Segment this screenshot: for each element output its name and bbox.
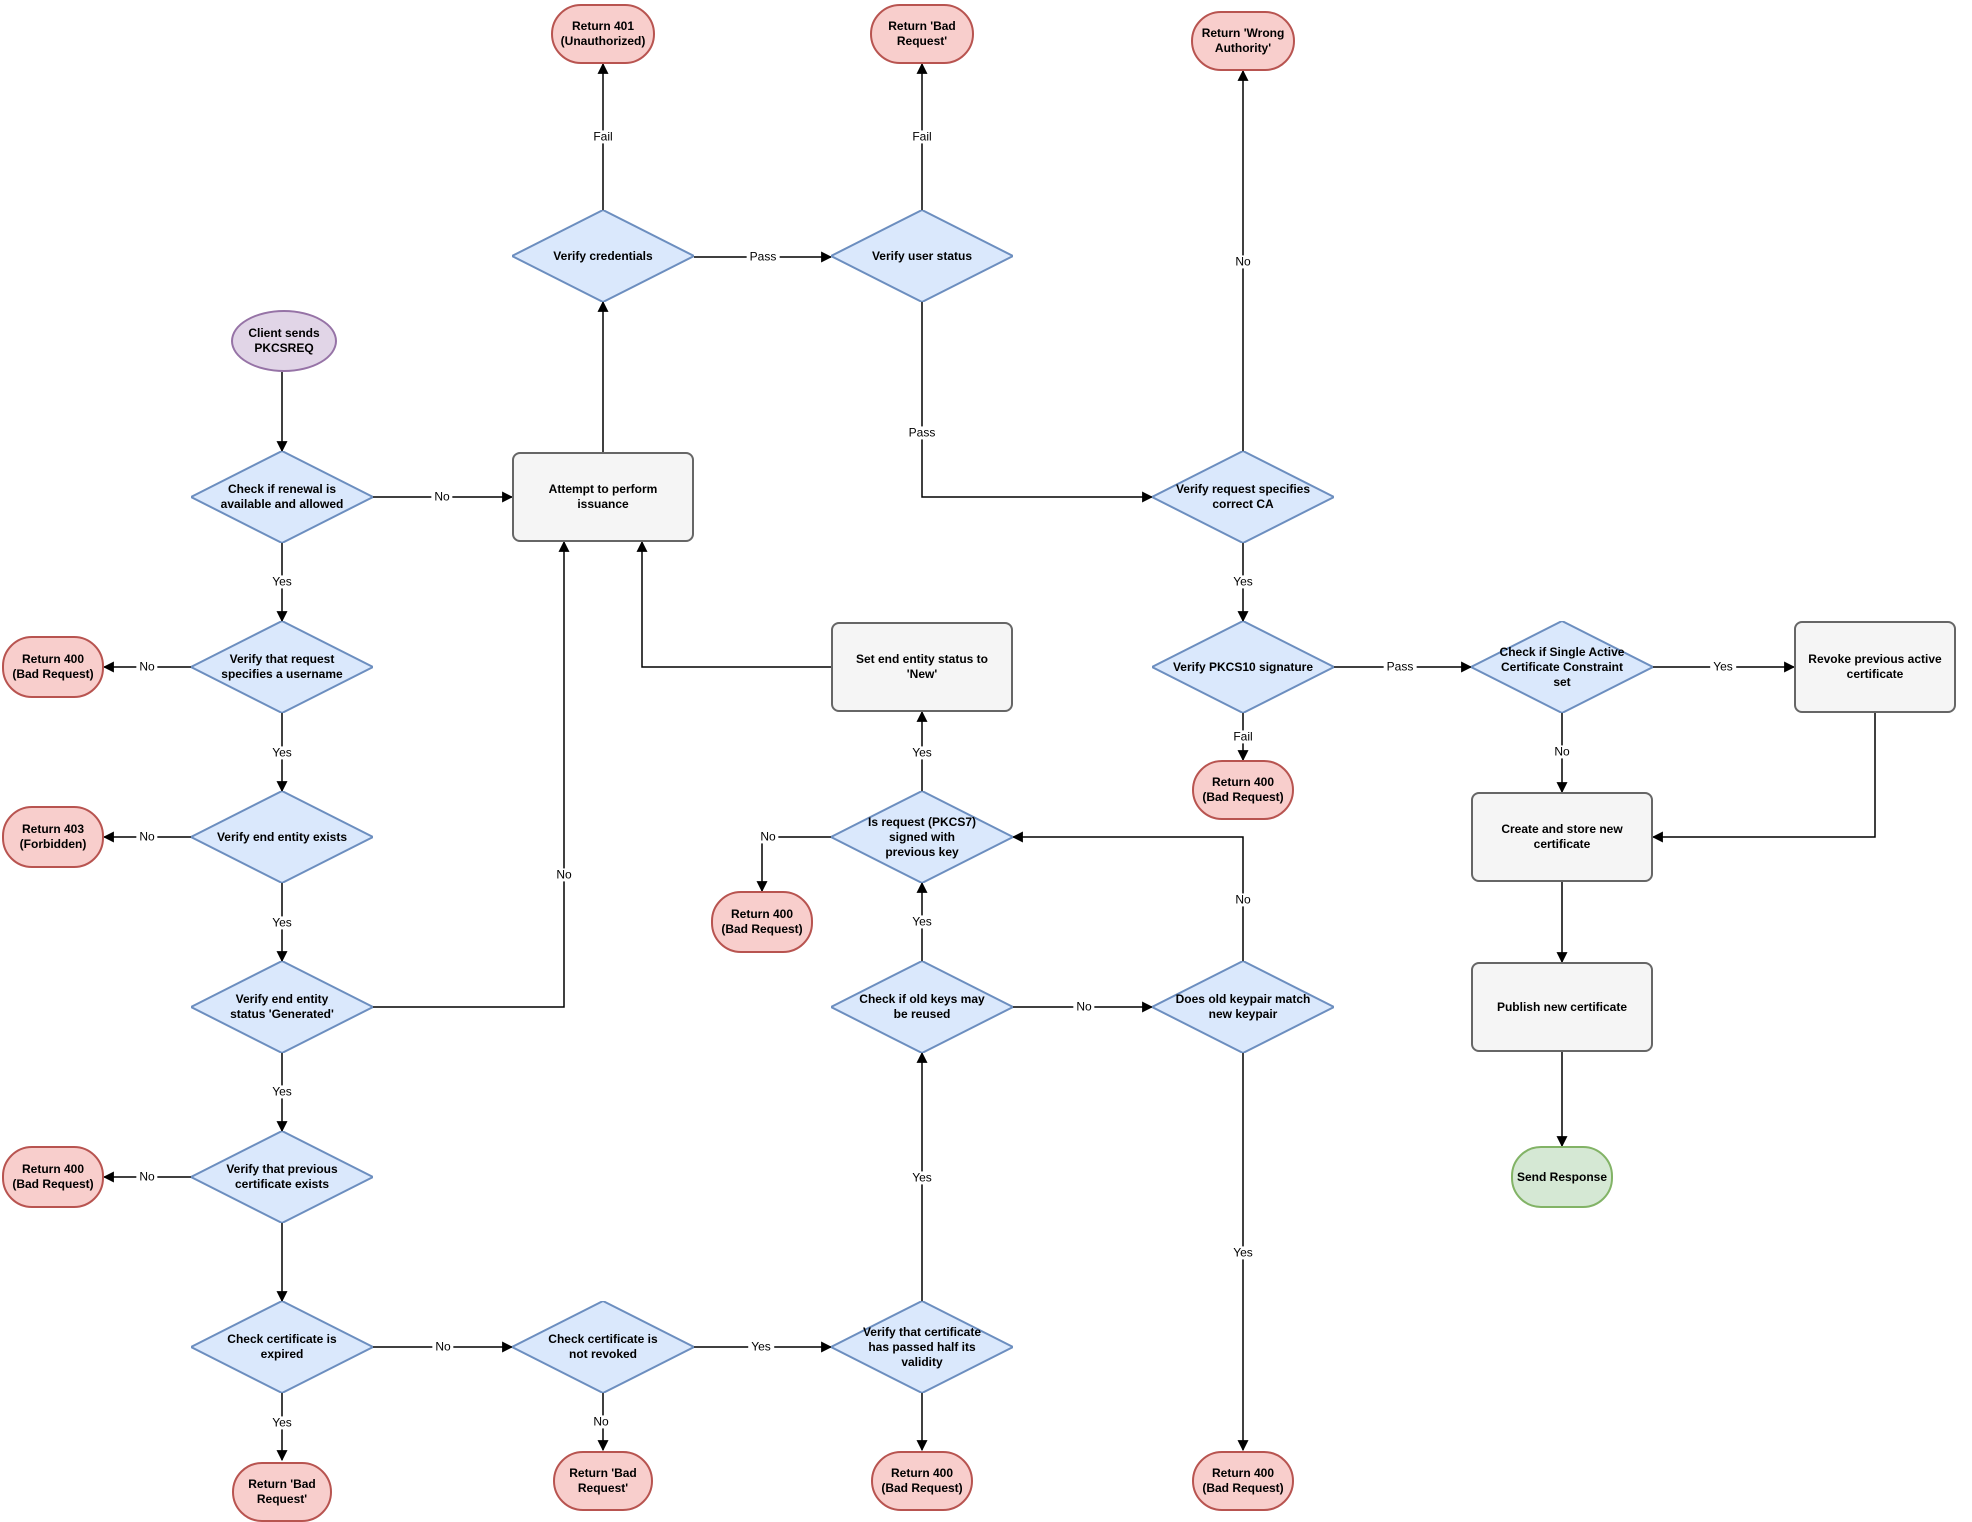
decision-certificate-not-revoked: Check certificate is not revoked	[512, 1301, 694, 1393]
edge-pkcs7-no-return400	[756, 836, 831, 893]
terminal-return-403: Return 403 (Forbidden)	[2, 806, 104, 868]
terminal-return-400-validity: Return 400 (Bad Request)	[871, 1451, 973, 1511]
decision-keypair-match: Does old keypair match new keypair	[1152, 961, 1334, 1053]
edge-label-yes-pkcs7: Yes	[909, 746, 935, 760]
terminal-return-bad-request-top: Return 'Bad Request'	[870, 4, 974, 64]
terminal-return-400-pkcs7: Return 400 (Bad Request)	[711, 891, 813, 953]
edge-label-no-renewal: No	[431, 490, 453, 504]
process-revoke-previous-certificate: Revoke previous active certificate	[1794, 621, 1956, 713]
decision-verify-pkcs10-signature: Verify PKCS10 signature	[1152, 621, 1334, 713]
terminal-return-400-username: Return 400 (Bad Request)	[2, 636, 104, 698]
edge-label-fail-credentials: Fail	[590, 130, 616, 144]
edge-keypair-no-pkcs7	[1011, 831, 1244, 961]
decision-previous-certificate-exists: Verify that previous certificate exists	[191, 1131, 373, 1223]
edge-setnew-to-issuance	[636, 540, 831, 668]
terminal-return-wrong-authority: Return 'Wrong Authority'	[1191, 11, 1295, 71]
process-attempt-issuance: Attempt to perform issuance	[512, 452, 694, 542]
terminal-return-400-prevcert: Return 400 (Bad Request)	[2, 1146, 104, 1208]
diamond-shape	[512, 1301, 694, 1393]
edge-label-no-prevcert: No	[136, 1170, 158, 1184]
process-set-end-entity-new: Set end entity status to 'New'	[831, 622, 1013, 712]
edge-label-yes-expired: Yes	[269, 1416, 295, 1430]
decision-certificate-expired: Check certificate is expired	[191, 1301, 373, 1393]
edge-label-pass-credentials: Pass	[746, 250, 780, 264]
edge-label-yes-constraint: Yes	[1710, 660, 1736, 674]
decision-passed-half-validity: Verify that certificate has passed half …	[831, 1301, 1013, 1393]
terminal-return-400-pkcs10: Return 400 (Bad Request)	[1192, 760, 1294, 820]
edge-label-pass-pkcs10: Pass	[1383, 660, 1417, 674]
process-publish-certificate: Publish new certificate	[1471, 962, 1653, 1052]
start-node-client-sends-pkcsreq: Client sends PKCSREQ	[231, 310, 337, 372]
diamond-shape	[831, 210, 1013, 302]
edge-label-fail-userstatus: Fail	[909, 130, 935, 144]
diamond-shape	[191, 791, 373, 883]
edge-label-yes-revoked: Yes	[748, 1340, 774, 1354]
terminal-return-bad-request-expired: Return 'Bad Request'	[232, 1462, 332, 1522]
decision-verify-user-status: Verify user status	[831, 210, 1013, 302]
edge-label-no-expired: No	[432, 1340, 454, 1354]
edge-label-no-oldkeys: No	[1073, 1000, 1095, 1014]
diamond-shape	[191, 621, 373, 713]
edge-generated-no-issuance	[373, 540, 570, 1008]
diamond-shape	[831, 791, 1013, 883]
decision-verify-correct-ca: Verify request specifies correct CA	[1152, 451, 1334, 543]
edge-label-no-generated: No	[553, 868, 575, 882]
edge-label-no-constraint: No	[1551, 745, 1573, 759]
diamond-shape	[831, 1301, 1013, 1393]
edge-label-yes-correctca: Yes	[1230, 575, 1256, 589]
edge-label-yes-oldkeys: Yes	[909, 915, 935, 929]
decision-single-active-constraint: Check if Single Active Certificate Const…	[1471, 621, 1653, 713]
terminal-return-401: Return 401 (Unauthorized)	[551, 4, 655, 64]
diamond-shape	[1152, 621, 1334, 713]
edge-label-no-pkcs7: No	[757, 830, 779, 844]
decision-entity-status-generated: Verify end entity status 'Generated'	[191, 961, 373, 1053]
end-node-send-response: Send Response	[1511, 1146, 1613, 1208]
diamond-shape	[512, 210, 694, 302]
terminal-return-bad-request-revoked: Return 'Bad Request'	[553, 1451, 653, 1511]
edge-label-yes-validity: Yes	[909, 1171, 935, 1185]
edge-revoke-to-create	[1651, 713, 1876, 843]
terminal-return-400-keypair: Return 400 (Bad Request)	[1192, 1451, 1294, 1511]
edge-label-yes-username: Yes	[269, 746, 295, 760]
diamond-shape	[1152, 961, 1334, 1053]
diamond-shape	[831, 961, 1013, 1053]
edge-label-no-correctca: No	[1232, 255, 1254, 269]
decision-pkcs7-signed-previous-key: Is request (PKCS7) signed with previous …	[831, 791, 1013, 883]
diamond-shape	[191, 961, 373, 1053]
diamond-shape	[191, 451, 373, 543]
process-create-store-certificate: Create and store new certificate	[1471, 792, 1653, 882]
edge-label-yes-renewal: Yes	[269, 575, 295, 589]
diamond-shape	[1152, 451, 1334, 543]
edge-label-yes-entity: Yes	[269, 916, 295, 930]
decision-check-renewal: Check if renewal is available and allowe…	[191, 451, 373, 543]
edge-label-yes-generated: Yes	[269, 1085, 295, 1099]
diamond-shape	[191, 1131, 373, 1223]
decision-request-specifies-username: Verify that request specifies a username	[191, 621, 373, 713]
edge-userstatus-pass-correctca	[921, 302, 1154, 503]
edge-label-pass-userstatus: Pass	[905, 426, 939, 440]
edge-label-yes-keypair: Yes	[1230, 1246, 1256, 1260]
decision-end-entity-exists: Verify end entity exists	[191, 791, 373, 883]
diamond-shape	[191, 1301, 373, 1393]
edge-label-fail-pkcs10: Fail	[1230, 730, 1256, 744]
edge-label-no-entity: No	[136, 830, 158, 844]
decision-old-keys-reused: Check if old keys may be reused	[831, 961, 1013, 1053]
edge-label-no-username: No	[136, 660, 158, 674]
diamond-shape	[1471, 621, 1653, 713]
decision-verify-credentials: Verify credentials	[512, 210, 694, 302]
edge-label-no-revoked: No	[590, 1415, 612, 1429]
edge-label-no-keypair: No	[1232, 893, 1254, 907]
